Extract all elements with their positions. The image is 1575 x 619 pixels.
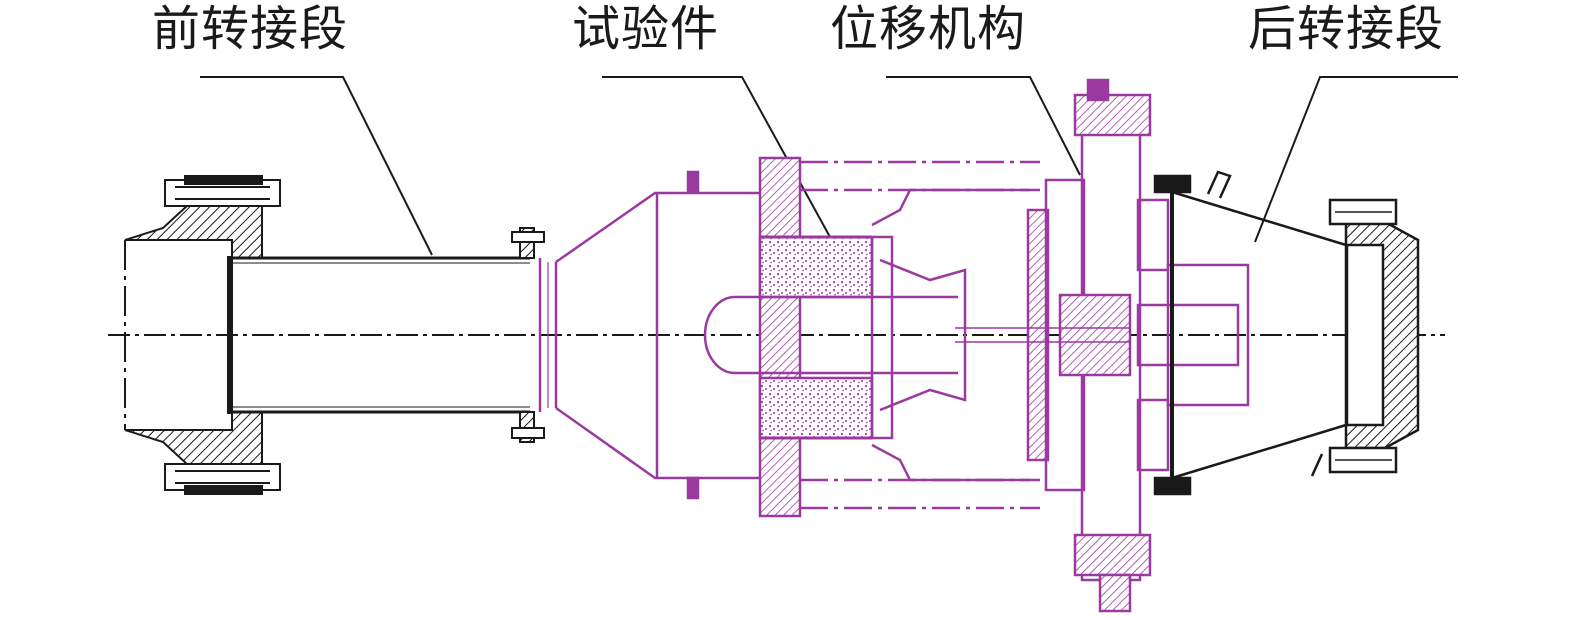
label-front-adapter: 前转接段 [152,1,349,57]
leader-rear-adapter [1254,76,1458,243]
leader-displacement-mechanism [886,76,1081,176]
label-test-specimen: 试验件 [572,1,720,57]
test-section [538,78,1250,613]
label-rear-adapter: 后转接段 [1248,1,1445,57]
label-displacement-mechanism: 位移机构 [830,1,1027,57]
leader-front-adapter [200,76,433,256]
leader-lines [200,76,1458,256]
rear-adapter [1153,170,1420,496]
front-adapter [124,175,545,495]
